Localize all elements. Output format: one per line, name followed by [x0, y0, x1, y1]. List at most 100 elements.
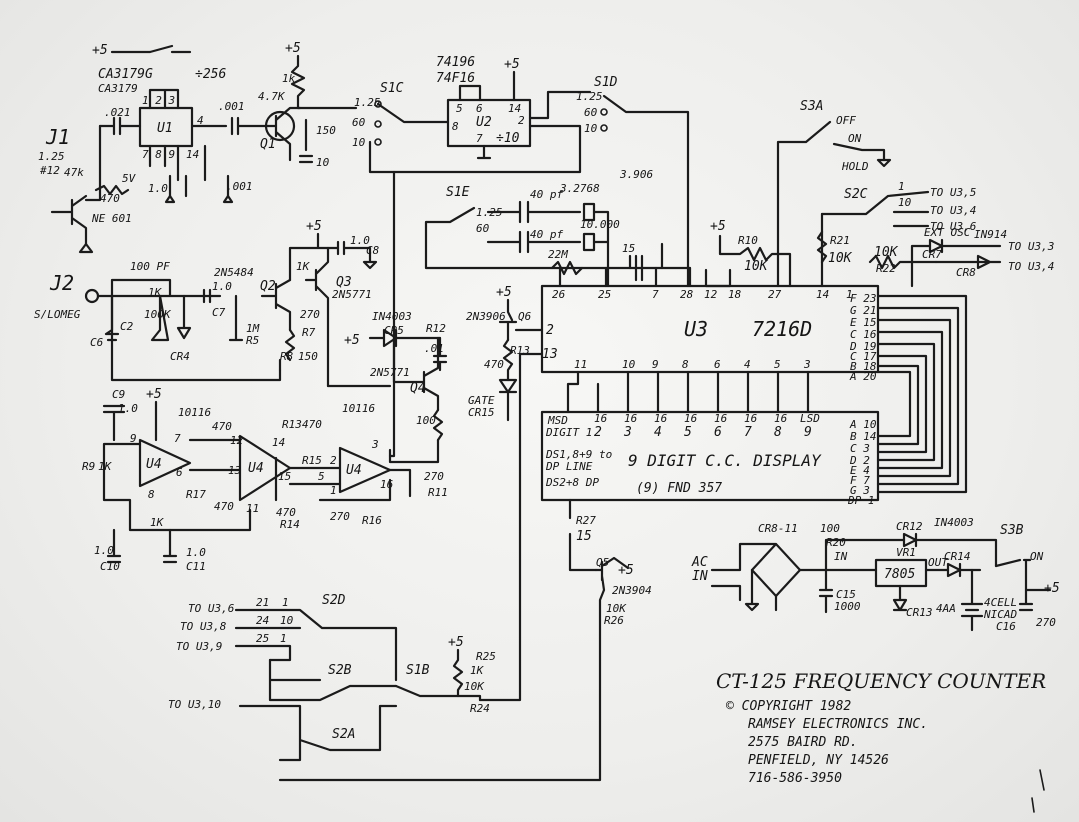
digit-pin-7: 16 — [744, 412, 758, 425]
c-10e-label: 1.0 — [186, 546, 206, 559]
c9-label: C9 — [112, 388, 125, 401]
to-u39-label: TO U3,9 — [176, 640, 222, 653]
r7-label: R7 — [302, 326, 316, 339]
q6-gate-section: +5 2N3906 Q6 470 R13 GATE CR15 — [466, 285, 544, 702]
q2-part-label: 2N5484 — [214, 266, 254, 279]
digit-num-6: 6 — [714, 425, 722, 440]
ca3179-sub-label: CA3179 — [98, 82, 138, 95]
u4-pin-13: 13 — [228, 464, 241, 477]
s1d-label: S1D — [594, 75, 618, 90]
u2-chip — [446, 98, 532, 148]
s2-switches-section: TO U3,6 TO U3,8 TO U3,9 TO U3,10 S2D S2B… — [168, 593, 496, 762]
u3-pin-13: 13 — [542, 347, 558, 362]
u2-divider-section: 74196 74F16 +5 U2 ÷10 5 6 14 8 2 7 — [436, 55, 592, 160]
msd-label: MSD — [547, 414, 568, 427]
nicad-label: NICAD — [983, 608, 1017, 621]
r-100-symbol — [432, 408, 444, 442]
u3-part-label: 7216D — [752, 317, 812, 341]
digit-num-5: 5 — [684, 425, 692, 440]
r-150b-label: 150 — [298, 350, 318, 363]
xtal-b-symbol — [582, 232, 596, 252]
xtal-b-label: 10.000 — [580, 218, 620, 231]
j1-transistor — [50, 194, 88, 246]
u3-pin-2: 2 — [546, 323, 554, 338]
c-15-leads — [654, 242, 664, 288]
c-001-label-a: .001 — [218, 100, 245, 113]
u2-pin-6: 6 — [476, 102, 483, 115]
u2-pin-7: 7 — [476, 132, 483, 145]
s2c-10-label: 10 — [898, 196, 912, 209]
s2b-label: S2B — [328, 663, 352, 678]
r20-label: R20 — [826, 536, 846, 549]
u3-bottom-pin-10: 10 — [622, 358, 636, 371]
u1-pin-14: 14 — [186, 148, 199, 161]
plus5-s1b-label: +5 — [448, 635, 464, 650]
cr8-diode — [934, 254, 1002, 270]
u3-bottom-pin-4: 4 — [744, 358, 751, 371]
q1-leads — [266, 106, 302, 162]
s2d-pin-c: 24 — [256, 614, 269, 627]
c-15-label: 15 — [622, 242, 635, 255]
disp-seg-f: F 7 — [850, 474, 870, 487]
r12-label: R12 — [426, 322, 446, 335]
q5-part-label: 2N3904 — [612, 584, 652, 597]
u1-pad-a: 1.0 — [148, 182, 168, 195]
c7-symbol — [202, 288, 212, 304]
q3-part-label: 2N5771 — [332, 288, 372, 301]
u1-top-wires — [148, 88, 180, 110]
u4c-label: U4 — [346, 463, 362, 478]
u1-pins-bottom: 7 8 9 — [142, 148, 175, 161]
s1b-label: S1B — [406, 663, 430, 678]
j1-spec-b: #12 — [39, 164, 60, 177]
c8-label: C8 — [366, 244, 380, 257]
u1-label: U1 — [157, 121, 173, 136]
pin-12-18-link — [704, 268, 732, 288]
bridge-rectifier — [710, 542, 802, 602]
q3-leads — [304, 246, 330, 388]
r11-label: R11 — [428, 486, 448, 499]
q5-section: Q5 +5 2N3904 10K R26 — [278, 556, 652, 782]
u4-pin-6: 6 — [176, 466, 183, 479]
r-47k-q1-label: 4.7K — [258, 90, 286, 103]
c-10a-label: 10 — [316, 156, 330, 169]
u4b-label: U4 — [248, 461, 264, 476]
r-270c-label: 270 — [330, 510, 350, 523]
digit-num-8: 8 — [774, 425, 782, 440]
u2-pin-5: 5 — [456, 102, 463, 115]
s2a-wiring — [238, 704, 398, 762]
vr-in-label: IN — [834, 550, 848, 563]
c9-symbol — [102, 404, 126, 442]
s2c-to-u36-label: TO U3,6 — [930, 220, 977, 233]
digit-pin-4: 16 — [654, 412, 668, 425]
cr7-diode — [928, 238, 1002, 254]
c7-label: C7 — [212, 306, 226, 319]
u4-pin-7: 7 — [174, 432, 181, 445]
disp-seg-d: D 2 — [849, 454, 870, 467]
r13b-label: R13 — [282, 418, 302, 431]
r5-label: R5 — [246, 334, 259, 347]
u4-ecl-section: C9 1.0 +5 U4 9 7 6 8 R9 1K 1K 10116 470 … — [82, 338, 448, 573]
cr12-label: CR12 — [896, 520, 923, 533]
u4c-feedback — [318, 478, 392, 502]
plus5-u2-label: +5 — [504, 57, 520, 72]
u3-pin-28: 28 — [680, 288, 694, 301]
address2-text: PENFIELD, NY 14526 — [748, 753, 889, 768]
s1e-wiring — [424, 206, 692, 270]
c16-label: C16 — [996, 620, 1016, 633]
batt2-label: 4CELL — [984, 596, 1017, 609]
s2d-pin-e: 25 — [256, 632, 269, 645]
misc-wires — [392, 328, 442, 372]
u1-grounds — [164, 194, 234, 204]
cr5-diode — [368, 328, 442, 348]
u4a-triangle — [138, 438, 192, 488]
xtal-a-cap — [486, 200, 582, 224]
r25-label: R25 — [476, 650, 496, 663]
plus5-q3-label: +5 — [306, 219, 322, 234]
r-1k-top-label: 1k — [282, 72, 296, 85]
q3-label: Q3 — [336, 275, 352, 290]
c6-label: C6 — [90, 336, 104, 349]
cr5-part-label: IN4003 — [372, 310, 412, 323]
u3-counter-section: U3 7216D 26 25 7 28 12 18 27 14 1 2 13 F… — [540, 266, 968, 494]
j2-spec-label: S/LOMEG — [34, 308, 81, 321]
